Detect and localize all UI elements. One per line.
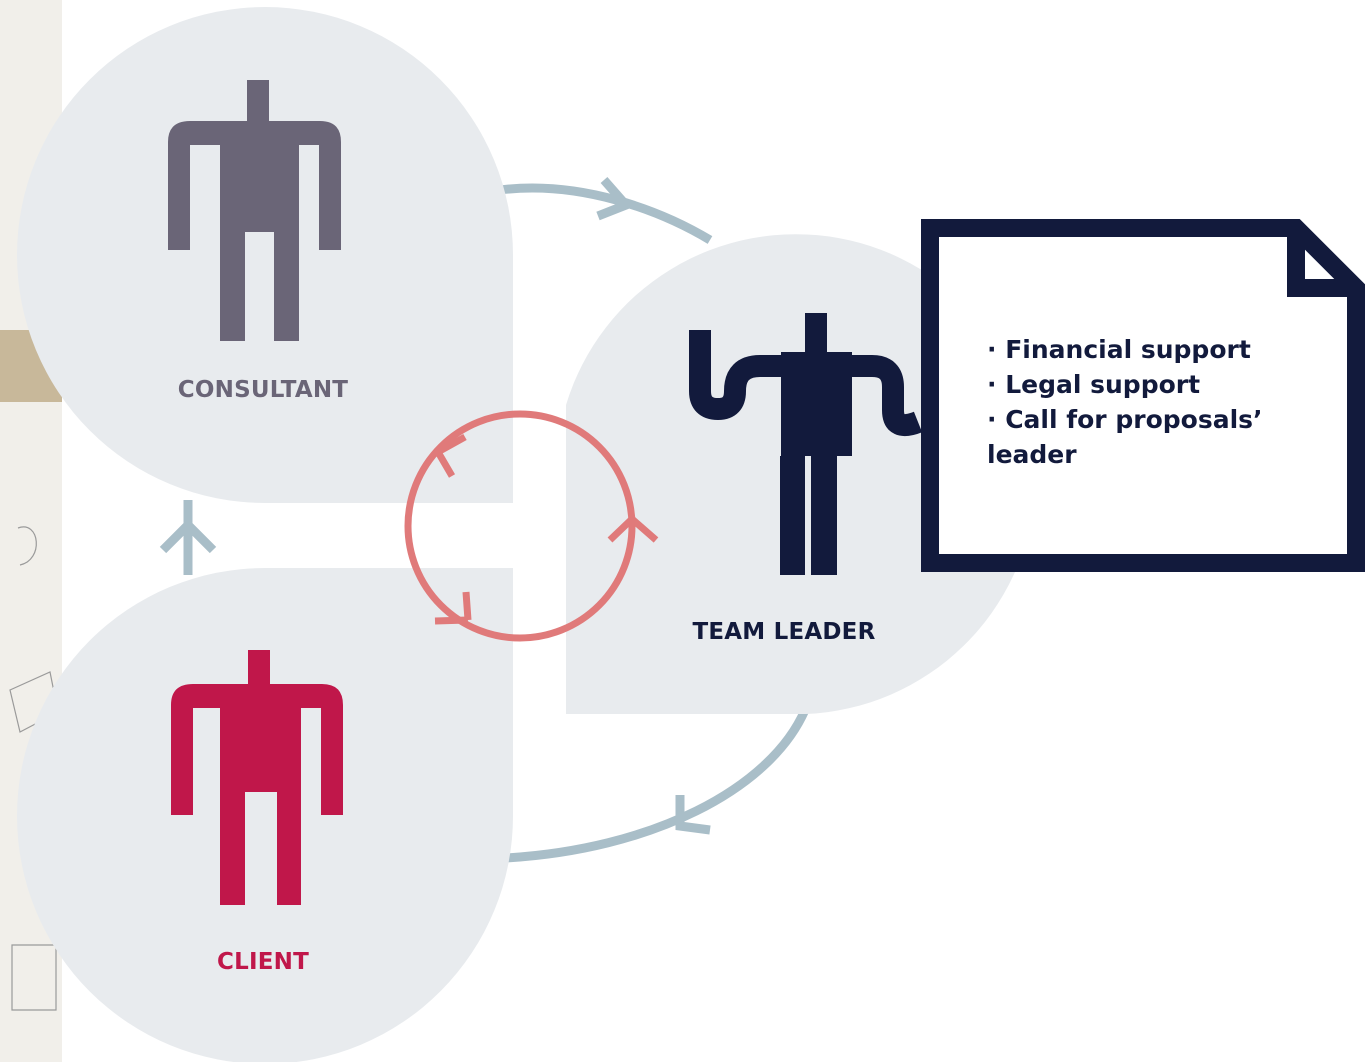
inner-arrowhead-1 — [434, 433, 467, 478]
arrowhead-bottom — [675, 795, 711, 835]
inner-cycle — [404, 410, 659, 642]
consultant-figure-icon — [168, 80, 341, 341]
consultant-label: CONSULTANT — [177, 377, 349, 403]
role-bubbles — [17, 7, 1036, 1062]
arrowhead-left — [159, 518, 217, 554]
inner-arrowhead-2 — [607, 516, 659, 543]
team-leader-figure-icon — [689, 313, 923, 575]
note-item-financial: · Financial support — [987, 335, 1251, 364]
client-label: CLIENT — [217, 949, 309, 975]
note-item-list: · Financial support · Legal support · Ca… — [987, 332, 1317, 472]
bubble-client — [17, 568, 514, 1062]
arrowhead-top — [596, 177, 634, 221]
team-leader-label: TEAM LEADER — [692, 619, 876, 645]
note-item-call-for-proposals: · Call for proposals’ leader — [987, 405, 1263, 469]
client-figure-icon — [171, 650, 343, 905]
inner-arrowhead-3 — [434, 591, 472, 625]
bubble-consultant — [17, 7, 513, 503]
inner-cycle-ring — [404, 410, 636, 642]
outer-cycle-arrows — [159, 177, 810, 863]
note-item-legal: · Legal support — [987, 370, 1201, 399]
document-note-icon — [921, 219, 1365, 572]
arc-team-leader-to-client — [504, 708, 810, 863]
